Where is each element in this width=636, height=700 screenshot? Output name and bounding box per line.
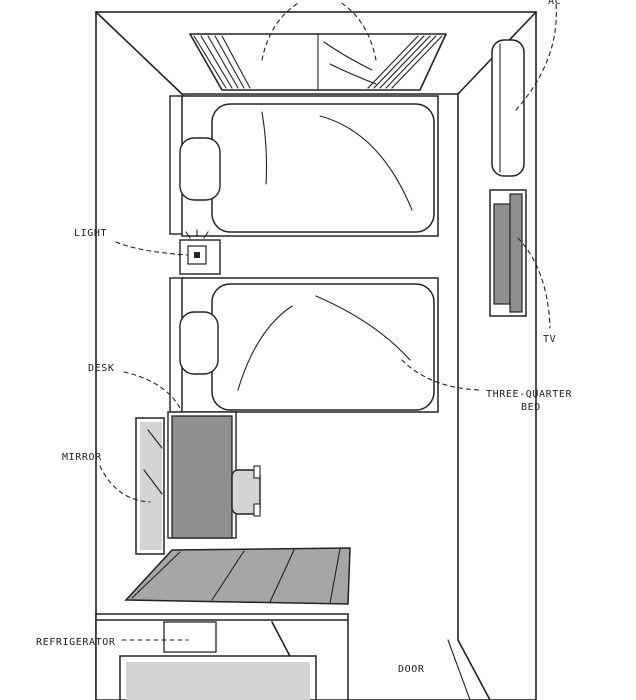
door-label: DOOR [398,664,425,675]
desk-leader-line [123,371,183,413]
curtain-left [193,35,251,89]
ac-unit [491,39,525,177]
lower-bed [169,277,439,413]
tv [489,189,527,317]
tv-leader-line [517,237,551,329]
mirror [135,417,165,555]
ac-label: AC [548,0,561,7]
three-quarter-bed-label-line2: BED [521,402,541,413]
light-label: LIGHT [74,228,107,239]
desk [167,411,237,539]
rug [124,547,351,605]
upper-bed [169,95,439,237]
refrigerator-label: REFRIGERATOR [36,637,116,648]
lower-pillow [179,311,219,375]
light-leader-line [115,241,189,256]
desk-chair [231,465,261,517]
three-quarter-bed-label-line1: THREE-QUARTER [486,389,572,400]
desk-label: DESK [88,363,114,374]
ac-leader-line [515,3,557,111]
window-leader-line [261,1,301,61]
mirror-leader-line [99,465,151,503]
mirror-label: MIRROR [62,452,102,463]
window [189,33,447,91]
refrigerator-counter [95,613,349,700]
tv-label: TV [543,334,556,345]
window-leader-line-right [339,1,377,61]
upper-pillow [179,137,221,201]
curtain-right [367,35,443,89]
three-quarter-bed-leader-line [401,359,481,391]
